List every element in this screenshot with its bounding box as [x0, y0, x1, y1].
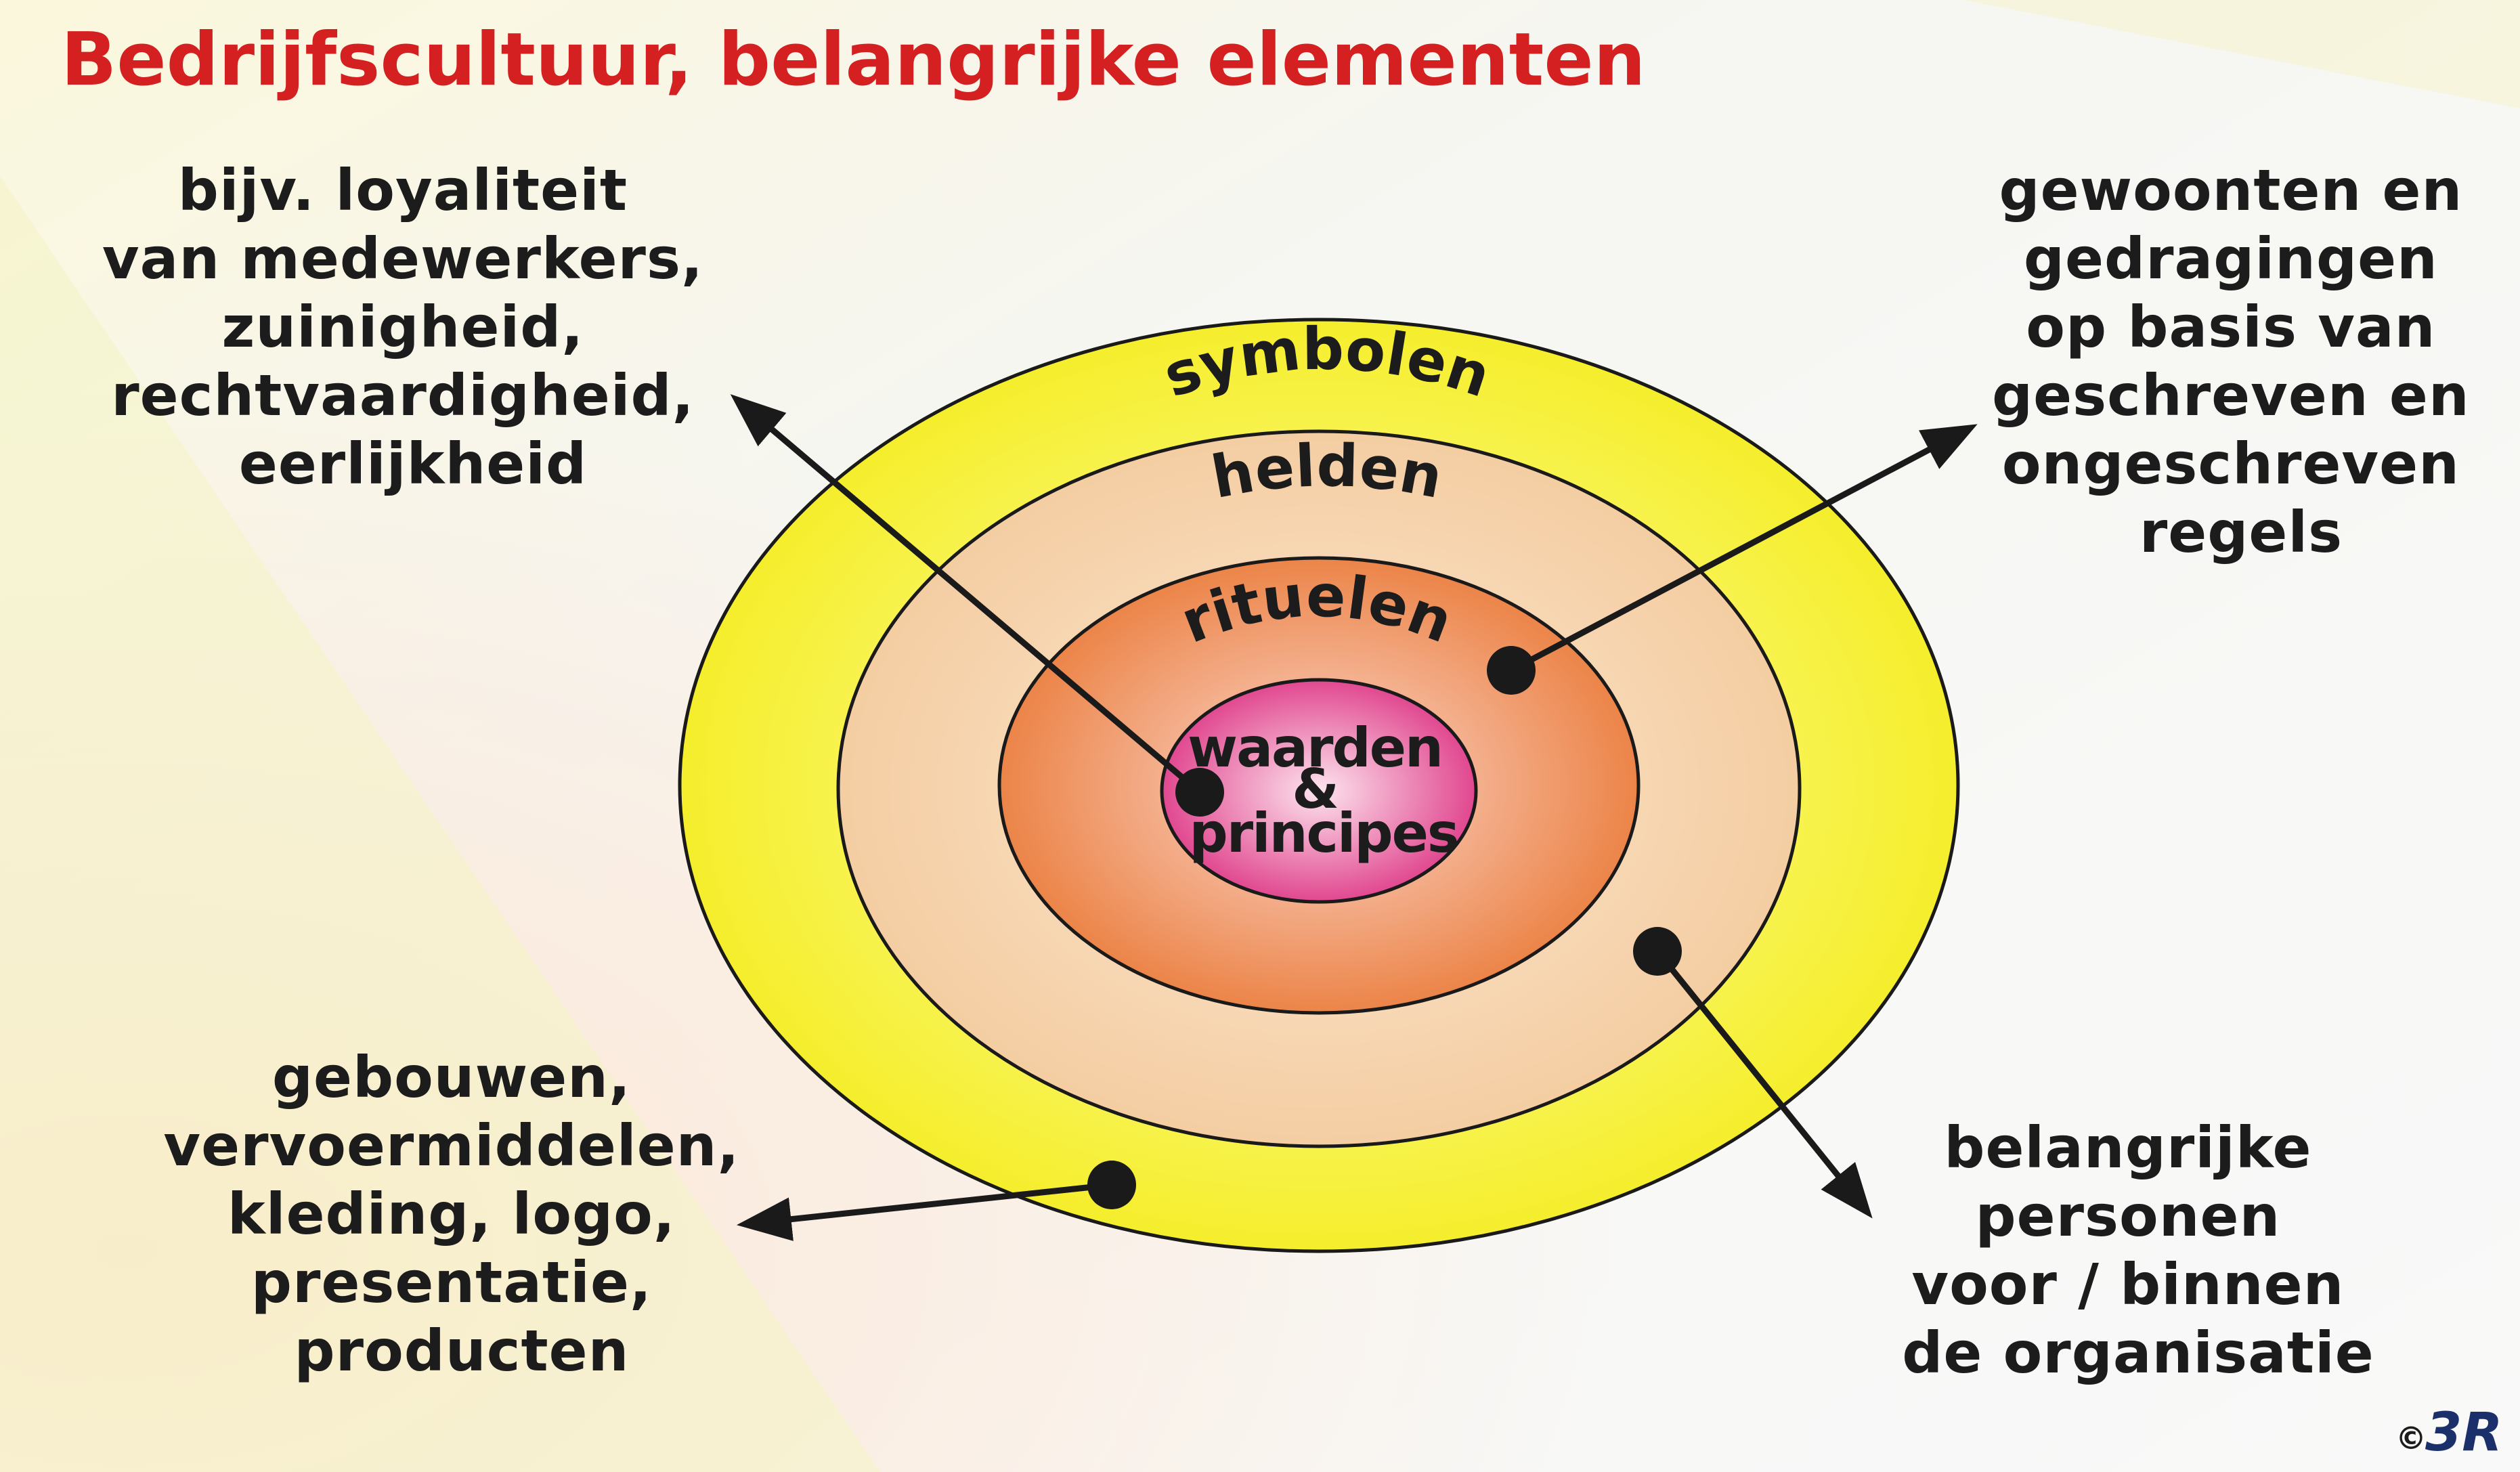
copyright-mark: © 3R [2395, 1402, 2502, 1463]
arrow-rituelen [1509, 424, 1978, 673]
callout-waarden: bijv. loyaliteit van medewerkers, zuinig… [102, 157, 724, 497]
dot-rituelen [1487, 646, 1536, 695]
callout-symbolen: gebouwen, vervoermiddelen, kleding, logo… [163, 1044, 760, 1384]
arrow-symbolen [736, 1182, 1112, 1241]
dot-waarden [1175, 768, 1224, 817]
layer-waarden [1160, 678, 1478, 904]
label-helden: helden [1207, 432, 1448, 512]
background-corner [1760, 0, 2520, 108]
brand-logo: 3R [2425, 1402, 2502, 1463]
callout-rituelen: gewoonten en gedragingen op basis van ge… [1992, 157, 2490, 565]
callout-helden: belangrijke personen voor / binnen de or… [1902, 1114, 2374, 1386]
arrow-helden [1655, 949, 1873, 1219]
label-waarden-principes: waarden & principes [1188, 716, 1460, 865]
background-stripe [0, 176, 880, 1472]
page-title: Bedrijfscultuur, belangrijke elementen [61, 18, 1645, 102]
dot-symbolen [1087, 1161, 1136, 1209]
dot-helden [1633, 927, 1682, 976]
copyright-symbol: © [2395, 1420, 2427, 1456]
arrow-waarden [730, 394, 1202, 795]
